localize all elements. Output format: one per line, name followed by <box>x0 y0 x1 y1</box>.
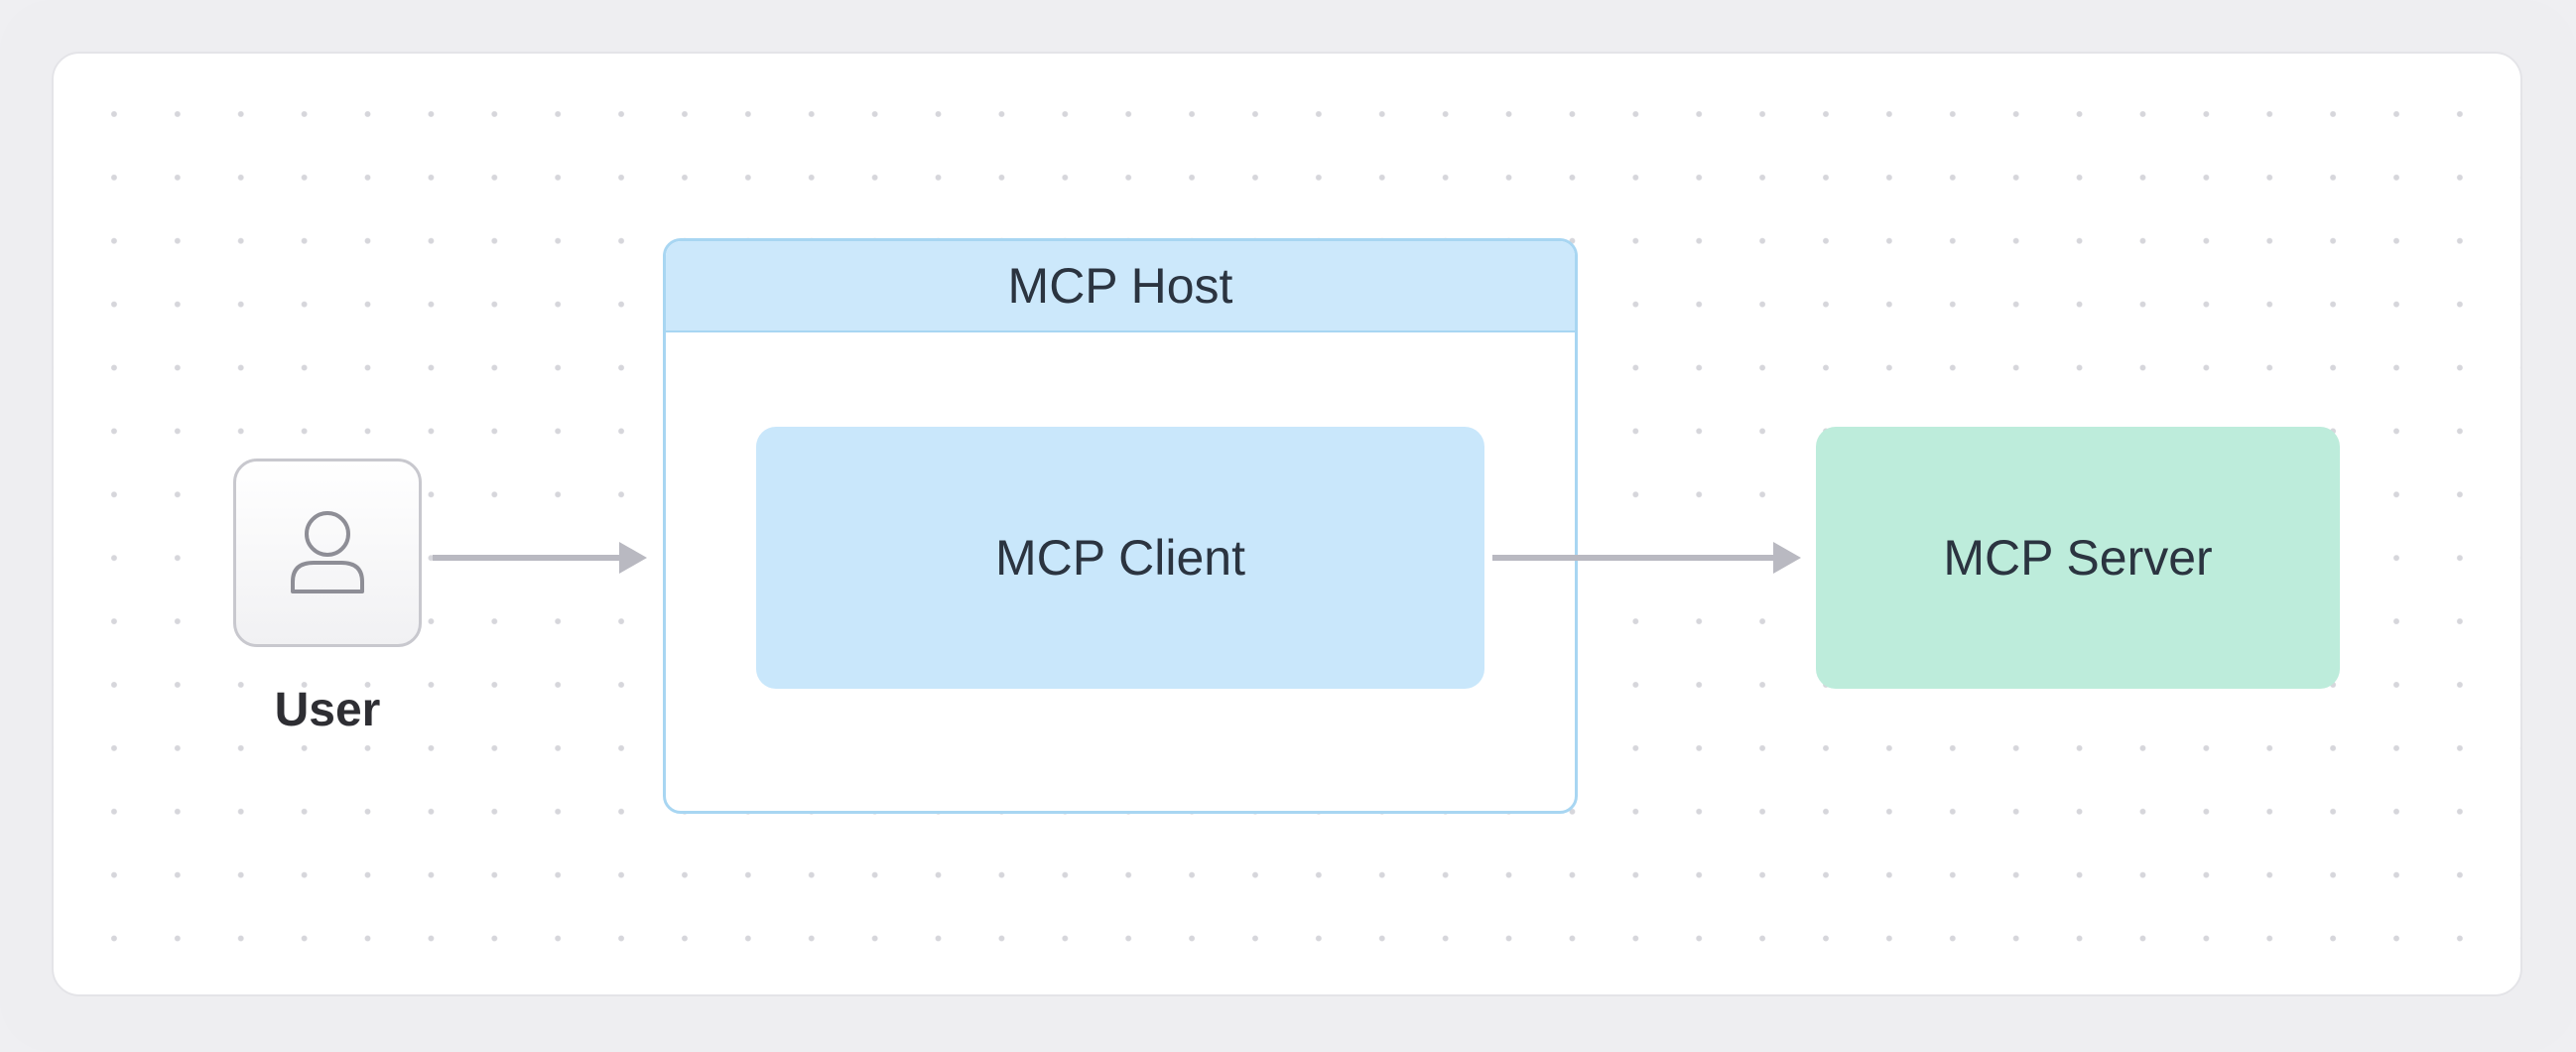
mcp-client-node: MCP Client <box>756 427 1484 689</box>
user-node <box>233 459 422 647</box>
mcp-client-label: MCP Client <box>995 530 1245 586</box>
mcp-host-label: MCP Host <box>1007 258 1233 314</box>
user-label: User <box>274 684 381 736</box>
mcp-server-node: MCP Server <box>1816 427 2340 689</box>
user-icon <box>291 511 364 593</box>
mcp-host-header: MCP Host <box>666 241 1575 332</box>
mcp-server-label: MCP Server <box>1943 530 2213 586</box>
